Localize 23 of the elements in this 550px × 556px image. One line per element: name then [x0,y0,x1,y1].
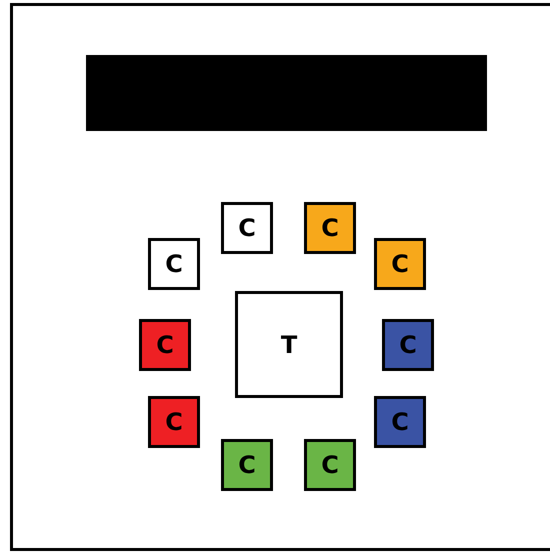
chair-box [148,396,200,448]
chair-box [374,238,426,290]
chair-box [374,396,426,448]
chair-label: C [321,214,339,242]
chair-label: C [321,451,339,479]
chair-box [304,439,356,491]
chair-label: C [391,250,409,278]
table-box [235,291,343,398]
chair-label: C [238,214,256,242]
chair-label: C [238,451,256,479]
table-label: T [280,330,298,358]
chair-box [221,202,273,254]
chair-box [221,439,273,491]
chair-label: C [165,250,183,278]
chair-box [304,202,356,254]
chair-label: C [165,408,183,436]
screen-bar [86,55,487,131]
chair-label: C [156,331,174,359]
chair-box [148,238,200,290]
chair-box [139,319,191,371]
chair-label: C [399,331,417,359]
chair-box [382,319,434,371]
chair-label: C [391,408,409,436]
